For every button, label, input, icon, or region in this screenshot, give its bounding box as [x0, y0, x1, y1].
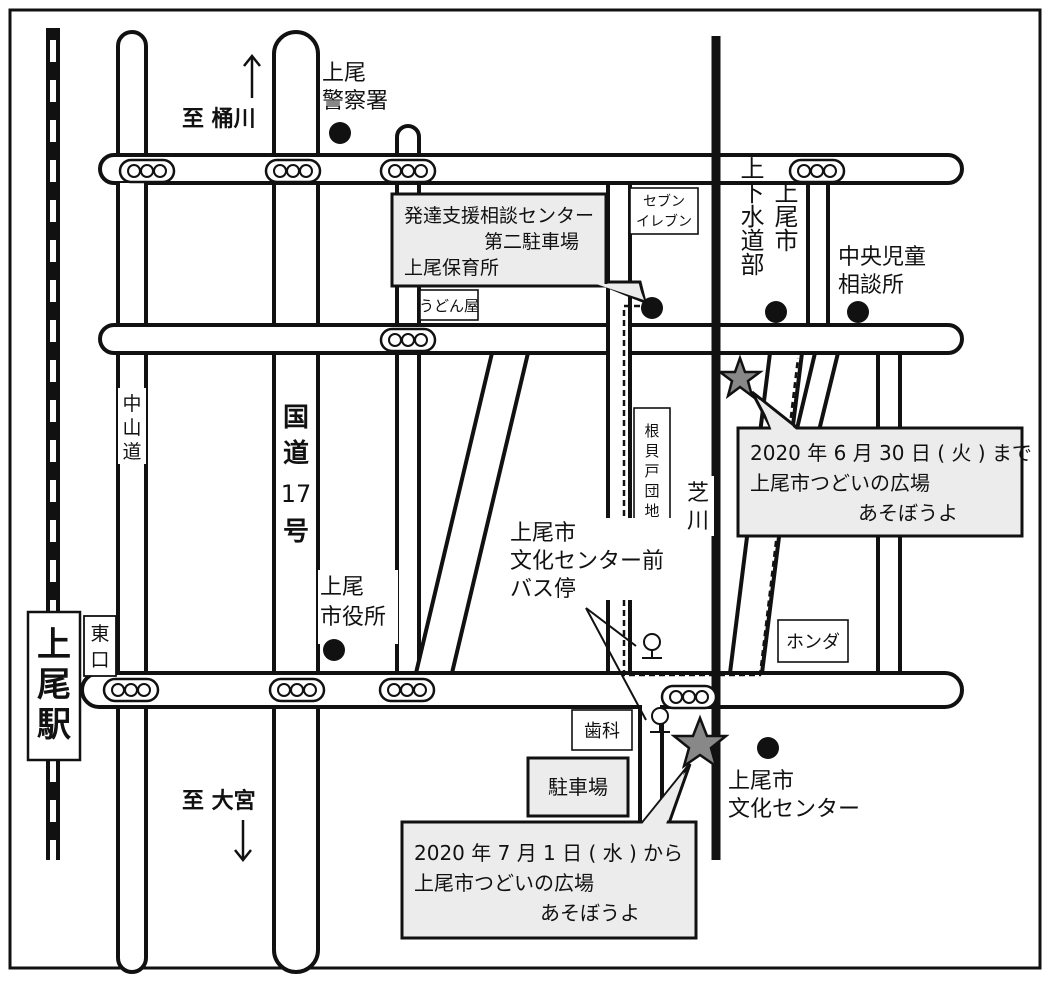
callout-support-center: 発達支援相談センター 第二駐車場 上尾保育所 — [390, 192, 648, 305]
route17-label-2: 道 — [283, 438, 309, 469]
bus-stop-icon — [642, 633, 662, 659]
from-line-3: あそぼうよ — [540, 901, 640, 925]
route17-label-4: 号 — [283, 517, 309, 547]
traffic-signal-icon — [268, 677, 326, 703]
seven-eleven-label-1: セブン — [643, 193, 685, 210]
road-middle — [98, 323, 964, 355]
danchi-label-2: 貝 — [644, 442, 659, 460]
road-diagonal-1 — [413, 351, 531, 675]
honda-box — [777, 619, 849, 663]
traffic-signals — [102, 158, 846, 710]
arrow-up-icon — [243, 53, 261, 98]
station-exit-box — [83, 615, 117, 677]
arrow-down-icon — [234, 820, 252, 863]
station-exit-1: 東 — [90, 623, 109, 645]
station-name-2: 尾 — [37, 665, 71, 705]
station-box — [26, 610, 82, 762]
police-label-2: 警察署 — [322, 89, 388, 114]
station-name-3: 駅 — [37, 705, 71, 745]
parking-box — [526, 756, 630, 818]
traffic-signal-icon — [118, 158, 176, 184]
traffic-signal-icon — [379, 327, 437, 353]
direction-south-label: 至 大宮 — [182, 788, 256, 814]
walking-route — [622, 304, 800, 677]
parking-label: 駐車場 — [548, 775, 608, 799]
support-center-line-3: 上尾保育所 — [404, 257, 499, 279]
sewer-label-a1: 上尾市 — [770, 180, 798, 252]
star-marker-icon — [670, 714, 730, 769]
direction-north-label: 至 桶川 — [182, 107, 256, 132]
river-label-1: 芝 — [687, 481, 709, 506]
until-line-2: 上尾市つどいの広場 — [750, 471, 930, 495]
traffic-signal-icon — [660, 684, 718, 710]
road-label-michi: 道 — [122, 441, 141, 463]
location-dot-icon — [329, 122, 351, 144]
culture-center-label-2: 文化センター — [728, 797, 860, 822]
route17-label-1: 国 — [283, 403, 309, 433]
bus-stop-label-3: バス停 — [510, 577, 576, 602]
danchi-label-5: 地 — [644, 502, 659, 520]
bus-stop-label-1: 上尾市 — [510, 521, 576, 546]
road-east-north — [806, 181, 830, 327]
traffic-signal-icon — [788, 158, 846, 184]
udon-label: うどん屋 — [419, 297, 479, 315]
callout-until: 2020 年 6 月 30 日 ( 火 ) まで 上尾市つどいの広場 あそぼうよ — [736, 390, 1032, 538]
traffic-signal-icon — [379, 158, 437, 184]
honda-label: ホンダ — [786, 632, 840, 653]
support-center-line-2: 第二駐車場 — [484, 231, 579, 253]
star-marker-icon — [716, 354, 764, 400]
bus-stop-label-2: 文化センター前 — [510, 549, 664, 574]
danchi-label-3: 戸 — [644, 462, 659, 480]
danchi-label-1: 根 — [644, 422, 659, 440]
route17-label-3: 17 — [281, 480, 312, 508]
traffic-signal-icon — [102, 677, 160, 703]
road-nakasendo — [116, 30, 148, 974]
bus-stop-leader — [585, 607, 637, 647]
location-dot-icon — [757, 737, 779, 759]
dental-label: 歯科 — [584, 721, 620, 742]
location-dot-icon — [323, 639, 345, 661]
river-label-2: 川 — [687, 509, 709, 534]
support-center-line-1: 発達支援相談センター — [404, 205, 594, 227]
from-line-2: 上尾市つどいの広場 — [414, 871, 594, 895]
dental-box — [571, 709, 633, 751]
city-hall-label-1: 上尾 — [320, 575, 364, 600]
police-label-1: 上尾 — [322, 61, 366, 86]
from-line-1: 2020 年 7 月 1 日 ( 水 ) から — [414, 841, 683, 865]
callout-from: 2020 年 7 月 1 日 ( 水 ) から 上尾市つどいの広場 あそぼうよ — [400, 763, 698, 940]
danchi-label-4: 団 — [644, 482, 659, 500]
until-line-3: あそぼうよ — [858, 501, 958, 525]
until-line-1: 2020 年 6 月 30 日 ( 火 ) まで — [750, 441, 1032, 465]
culture-center-label-1: 上尾市 — [728, 769, 794, 794]
bus-stop-icon — [650, 707, 670, 733]
station-name-1: 上 — [37, 625, 71, 665]
location-dot-icon — [847, 301, 869, 323]
road-south — [80, 671, 964, 709]
seven-eleven-label-2: イレブン — [636, 213, 692, 230]
road-label-yama: 山 — [122, 417, 141, 439]
road-label-naka: 中 — [122, 393, 141, 415]
danchi-box — [633, 407, 671, 529]
traffic-signal-icon — [264, 158, 322, 184]
city-hall-label-2: 市役所 — [320, 605, 386, 630]
child-center-label-2: 相談所 — [838, 273, 904, 298]
traffic-signal-icon — [378, 677, 436, 703]
seven-eleven-box — [629, 187, 699, 235]
child-center-label-1: 中央児童 — [838, 245, 926, 270]
location-dot-icon — [765, 301, 787, 323]
bus-stop-leader — [585, 607, 647, 721]
station-exit-2: 口 — [90, 649, 109, 671]
udon-box — [419, 289, 479, 321]
sewer-label-a2: 上下水道部 — [736, 156, 764, 276]
